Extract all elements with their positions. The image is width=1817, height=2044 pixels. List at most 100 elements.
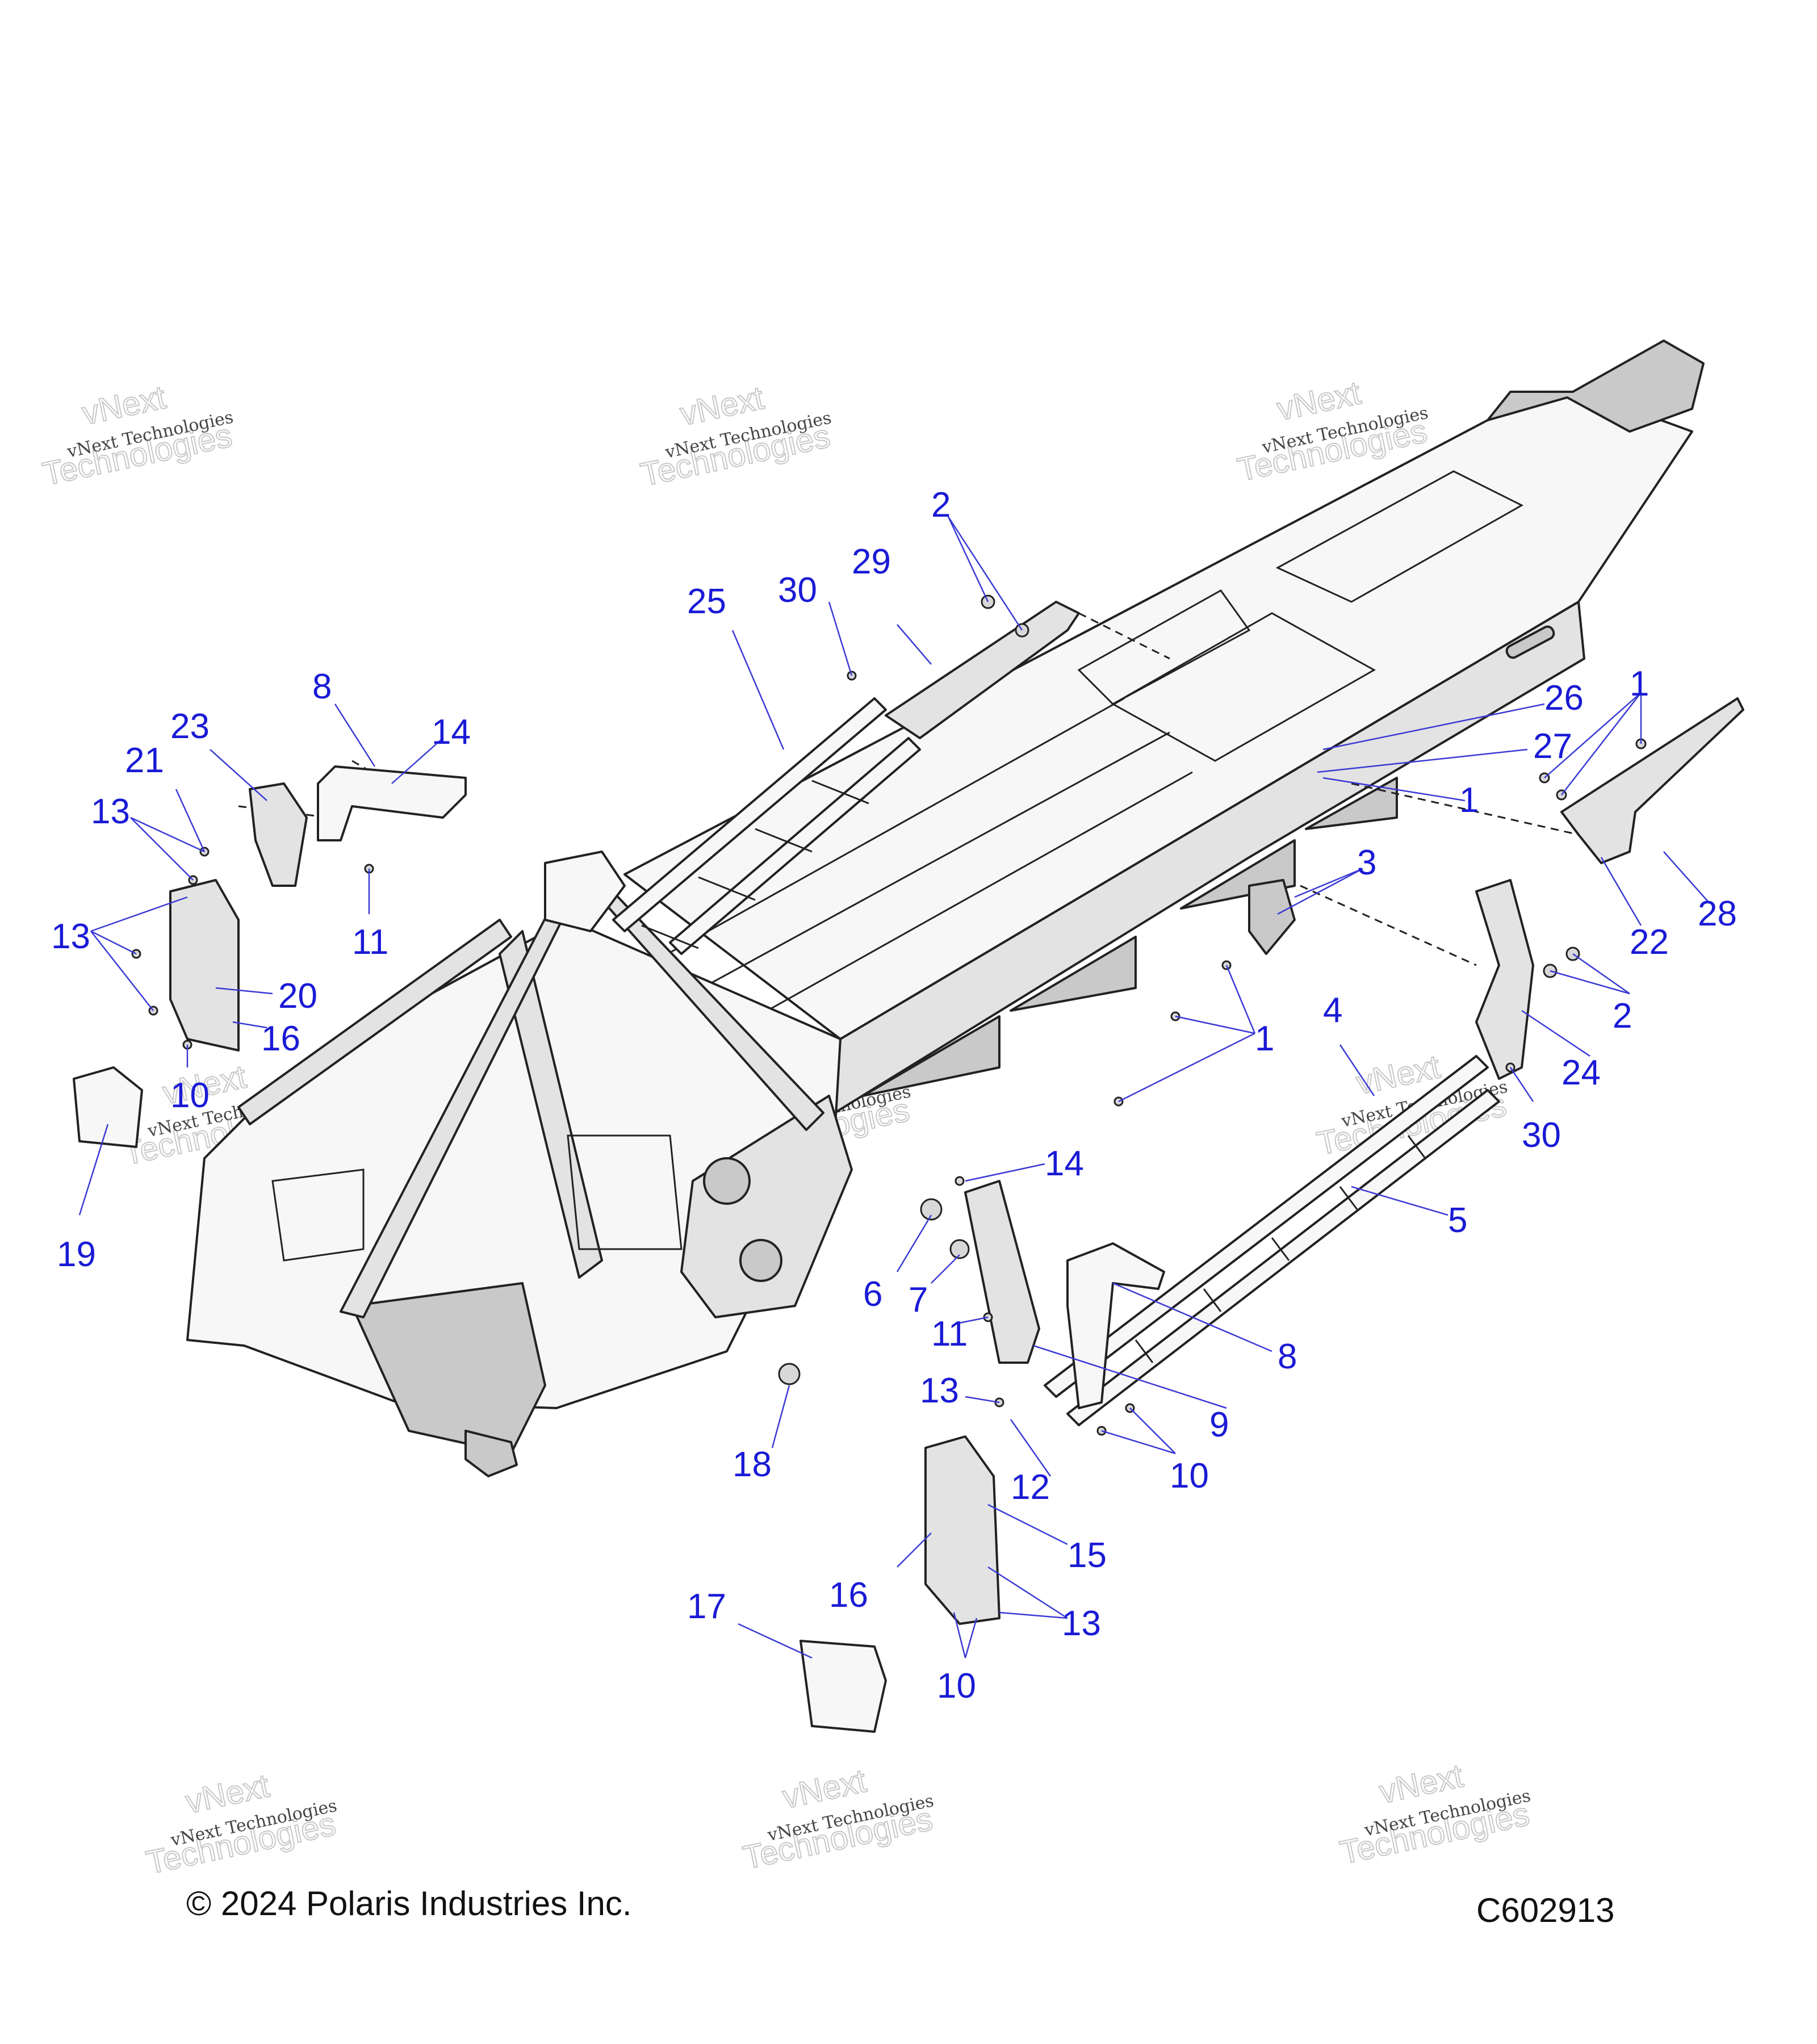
- callout-5: 5: [1448, 1201, 1467, 1240]
- assembly-line: [1300, 885, 1477, 966]
- bracket-9: [964, 1180, 1040, 1364]
- leader-10-right: [1101, 1408, 1176, 1455]
- callout-20: 20: [278, 977, 317, 1016]
- rear-bumper-bracket-29: [885, 601, 1080, 739]
- running-board-rung: [1134, 1339, 1154, 1363]
- callout-21: 21: [125, 741, 164, 780]
- watermark: Technologies vNext vNext Technologies: [39, 378, 236, 493]
- leader-30-right: [1509, 1067, 1534, 1102]
- leader-24: [1322, 703, 1545, 751]
- steering-post: [499, 930, 603, 1279]
- tunnel-cutout: [862, 1015, 1000, 1097]
- shield-20: [169, 879, 240, 1052]
- leader-5: [1351, 1186, 1448, 1216]
- tunnel-panel: [1275, 470, 1524, 603]
- running-board-rung: [1271, 1237, 1290, 1261]
- callouts: 2 30 29 25 26 27 1 1 3 28 22 2 24 30 1 4…: [51, 485, 1737, 1706]
- side-plate-hole: [703, 1157, 751, 1205]
- watermark: Technologies vNext vNext Technologies: [1336, 1757, 1533, 1872]
- leader-20: [215, 987, 273, 995]
- pad-19: [73, 1066, 143, 1148]
- exhaust-outlet: [464, 1430, 518, 1477]
- running-board-rail: [1044, 1055, 1489, 1398]
- callout-1: 1: [1459, 781, 1479, 820]
- steering-hub: [544, 851, 626, 932]
- callout-14: 14: [432, 713, 471, 752]
- running-board-rail: [612, 697, 887, 932]
- running-board-rung: [698, 876, 756, 901]
- callout-15: 15: [1067, 1536, 1107, 1575]
- leader-13-left-top: [130, 816, 205, 881]
- leader-30-top: [828, 601, 853, 676]
- callout-22: 23: [170, 707, 210, 746]
- callout-26: 28: [1698, 894, 1737, 933]
- bracket-3: [1248, 879, 1296, 955]
- callout-2: 2: [931, 485, 951, 525]
- leader-16-right: [897, 1532, 932, 1568]
- leader-9: [1033, 1344, 1227, 1409]
- rear-tail: [1487, 340, 1705, 433]
- callout-10: 10: [937, 1666, 976, 1706]
- callout-29: 29: [852, 542, 891, 581]
- bracket-22: [249, 782, 308, 887]
- leader-4: [1339, 1044, 1375, 1096]
- callout-11: 11: [931, 1314, 968, 1354]
- callout-10: 10: [1170, 1456, 1209, 1496]
- tunnel-channel: [681, 731, 1170, 1000]
- callout-13: 13: [91, 792, 130, 831]
- callout-16: 16: [261, 1019, 300, 1058]
- rear-bracket-26: [1560, 697, 1744, 864]
- tunnel-channel: [726, 771, 1193, 1034]
- leader-18: [771, 1385, 790, 1448]
- tunnel-panel: [1077, 589, 1251, 705]
- callout-18: 18: [732, 1445, 772, 1484]
- leader-27: [1600, 857, 1642, 926]
- leader-26: [1663, 851, 1710, 903]
- callout-17: 17: [687, 1587, 726, 1626]
- callout-23: 25: [687, 582, 726, 621]
- assembly-line: [1078, 612, 1170, 660]
- callout-25: 27: [1533, 727, 1572, 766]
- rear-bumper-bracket-28: [1475, 879, 1534, 1080]
- handle-left-8: [317, 765, 467, 841]
- leader-13-lower: [987, 1566, 1068, 1619]
- callout-4: 4: [1323, 991, 1342, 1030]
- running-board-right: [1044, 1055, 1500, 1426]
- front-crossbar: [237, 919, 512, 1125]
- side-plate-right: [680, 1095, 853, 1318]
- leader-13-left: [90, 896, 188, 1011]
- leader-1-mid: [1322, 777, 1466, 802]
- leader-2-right: [1550, 953, 1630, 995]
- callout-1: 1: [1255, 1019, 1274, 1058]
- callout-30: 30: [778, 571, 817, 610]
- leader-2-top: [947, 516, 1023, 631]
- leader-14-right: [965, 1163, 1045, 1182]
- callout-8: 8: [312, 667, 332, 706]
- assembly-line: [1351, 782, 1579, 836]
- side-plate-hole: [739, 1239, 782, 1282]
- running-board-rung: [755, 828, 813, 853]
- leader-21: [175, 789, 206, 852]
- grommet-icon: [949, 1239, 970, 1259]
- chassis: [186, 340, 1705, 1477]
- callout-12: 12: [1011, 1468, 1050, 1507]
- callout-13: 13: [51, 917, 90, 956]
- leader-lines: [78, 516, 1710, 1659]
- tail-light: [1505, 625, 1555, 659]
- running-board-left: [612, 697, 921, 955]
- running-board-rail: [669, 737, 921, 955]
- tunnel-cutout: [1305, 777, 1398, 830]
- leader-13-right: [965, 1396, 1000, 1404]
- callout-1: 1: [1630, 664, 1649, 703]
- callout-14: 14: [1045, 1144, 1084, 1183]
- callout-24: 26: [1544, 678, 1584, 718]
- bulkhead-window: [271, 1168, 365, 1262]
- tunnel-channel: [647, 697, 1125, 966]
- callout-28: 24: [1561, 1053, 1601, 1092]
- connector-icon: [778, 1363, 801, 1385]
- leader-28: [1521, 1010, 1590, 1057]
- leader-8-left: [334, 703, 376, 767]
- watermark: Technologies vNext vNext Technologies: [637, 379, 834, 494]
- leader-29: [897, 624, 932, 665]
